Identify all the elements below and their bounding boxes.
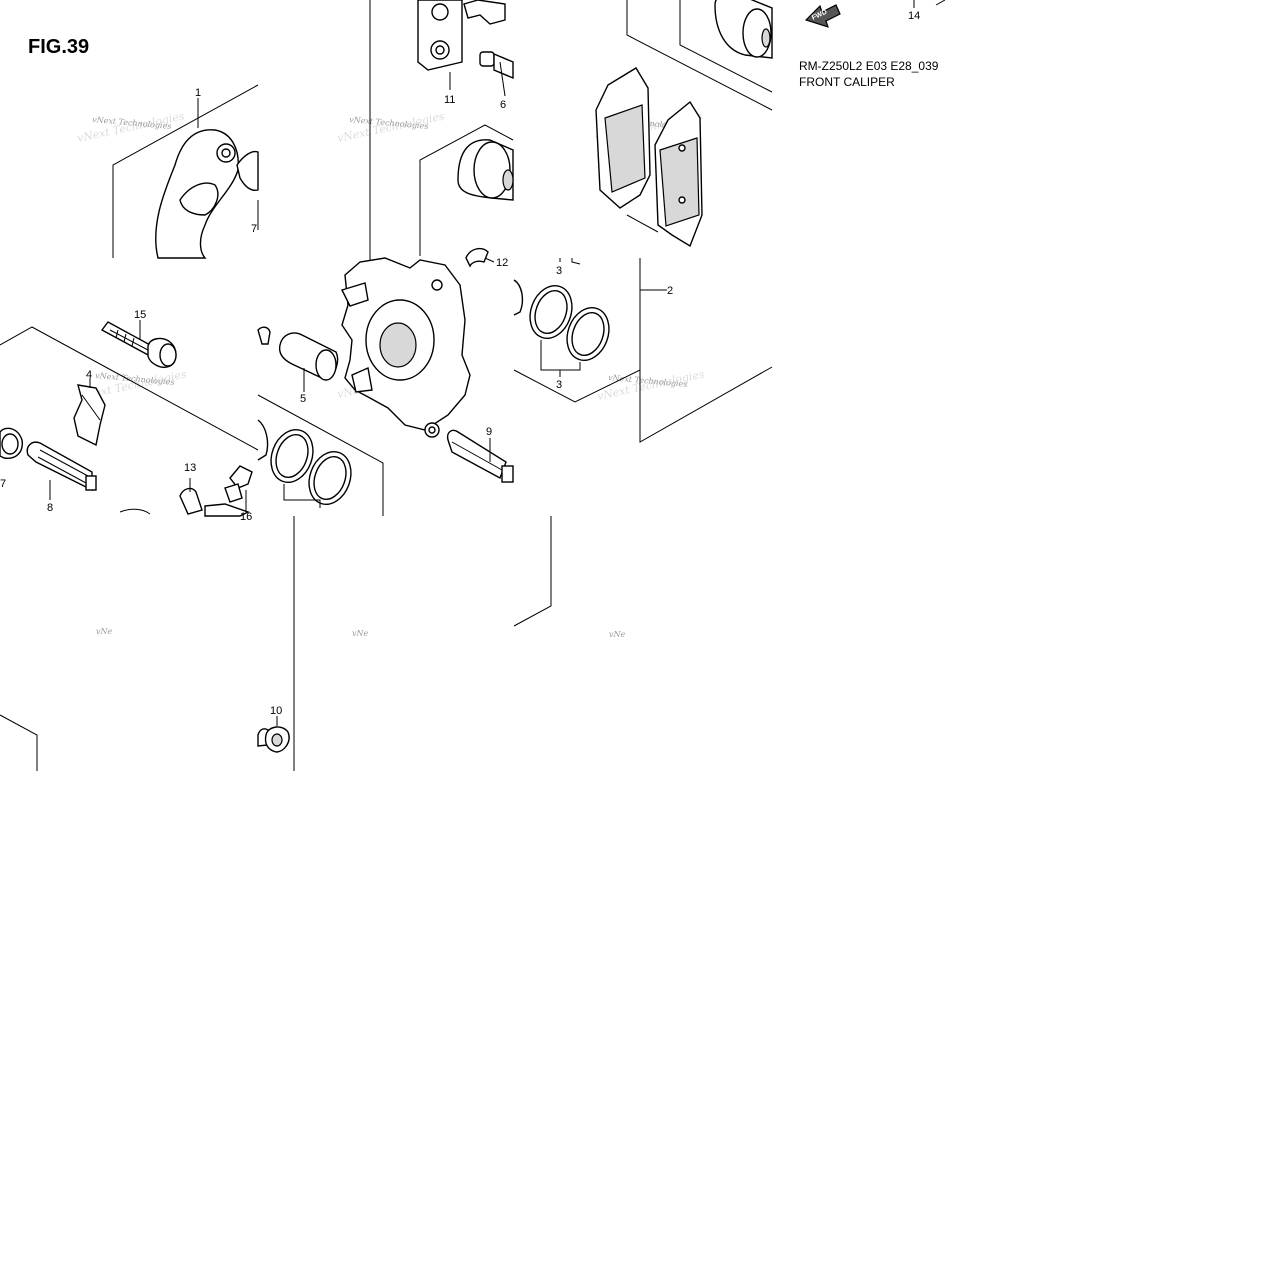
piston-seals-right: 3 3 xyxy=(513,258,610,391)
hose-nut: 10 xyxy=(257,705,290,753)
callout: 2 xyxy=(667,285,673,297)
callout: 6 xyxy=(500,99,506,111)
caliper-body xyxy=(341,257,471,438)
callout: 13 xyxy=(184,462,196,474)
piston-upper xyxy=(457,139,514,201)
callout: 16 xyxy=(240,511,252,523)
diagram-title: FRONT CALIPER xyxy=(799,75,895,89)
callout: 14 xyxy=(908,10,920,22)
boot-nut: 7 xyxy=(0,427,23,490)
callout: 8 xyxy=(47,502,53,514)
figure-label: FIG.39 xyxy=(28,36,90,58)
callout: 3 xyxy=(556,379,562,391)
slide-pin: 8 xyxy=(26,441,151,515)
forward-arrow-icon: FWD xyxy=(804,4,841,28)
callout: 10 xyxy=(270,705,282,717)
callout: 15 xyxy=(134,309,146,321)
model-code: RM-Z250L2 E03 E28_039 xyxy=(799,59,939,73)
hose-fitting-assembly: 11 xyxy=(417,0,506,106)
bleeder-valve: 16 xyxy=(224,465,253,523)
callout: 1 xyxy=(195,87,201,99)
watermark: vNe xyxy=(96,627,113,636)
piston-right xyxy=(714,0,773,59)
watermark: vNe xyxy=(352,629,369,638)
brake-hose-pipe: 6 xyxy=(479,51,514,111)
callout: 4 xyxy=(86,369,92,381)
callout: 3 xyxy=(556,265,562,277)
pad-spring: 4 xyxy=(73,369,106,447)
bleeder-cap: 13 xyxy=(179,462,250,517)
part-14: 14 xyxy=(908,0,946,22)
callout: 11 xyxy=(444,94,455,106)
callout: 5 xyxy=(300,393,306,405)
callout: 7 xyxy=(0,478,6,490)
mounting-bolt: 15 xyxy=(100,309,177,368)
pad-pin-clip: 12 xyxy=(465,247,508,269)
caliper-pin: 9 xyxy=(446,426,514,483)
assembly-outlines xyxy=(0,0,773,771)
watermark: vNe xyxy=(609,630,626,639)
callout: 7 xyxy=(251,223,257,235)
caliper-bracket: 7 1 xyxy=(155,87,259,259)
piston-seals-left xyxy=(257,419,352,508)
callout: 9 xyxy=(486,426,492,438)
callout: 12 xyxy=(496,257,508,269)
brake-pad-set xyxy=(595,67,703,248)
slide-pin-small: 5 xyxy=(257,326,339,405)
